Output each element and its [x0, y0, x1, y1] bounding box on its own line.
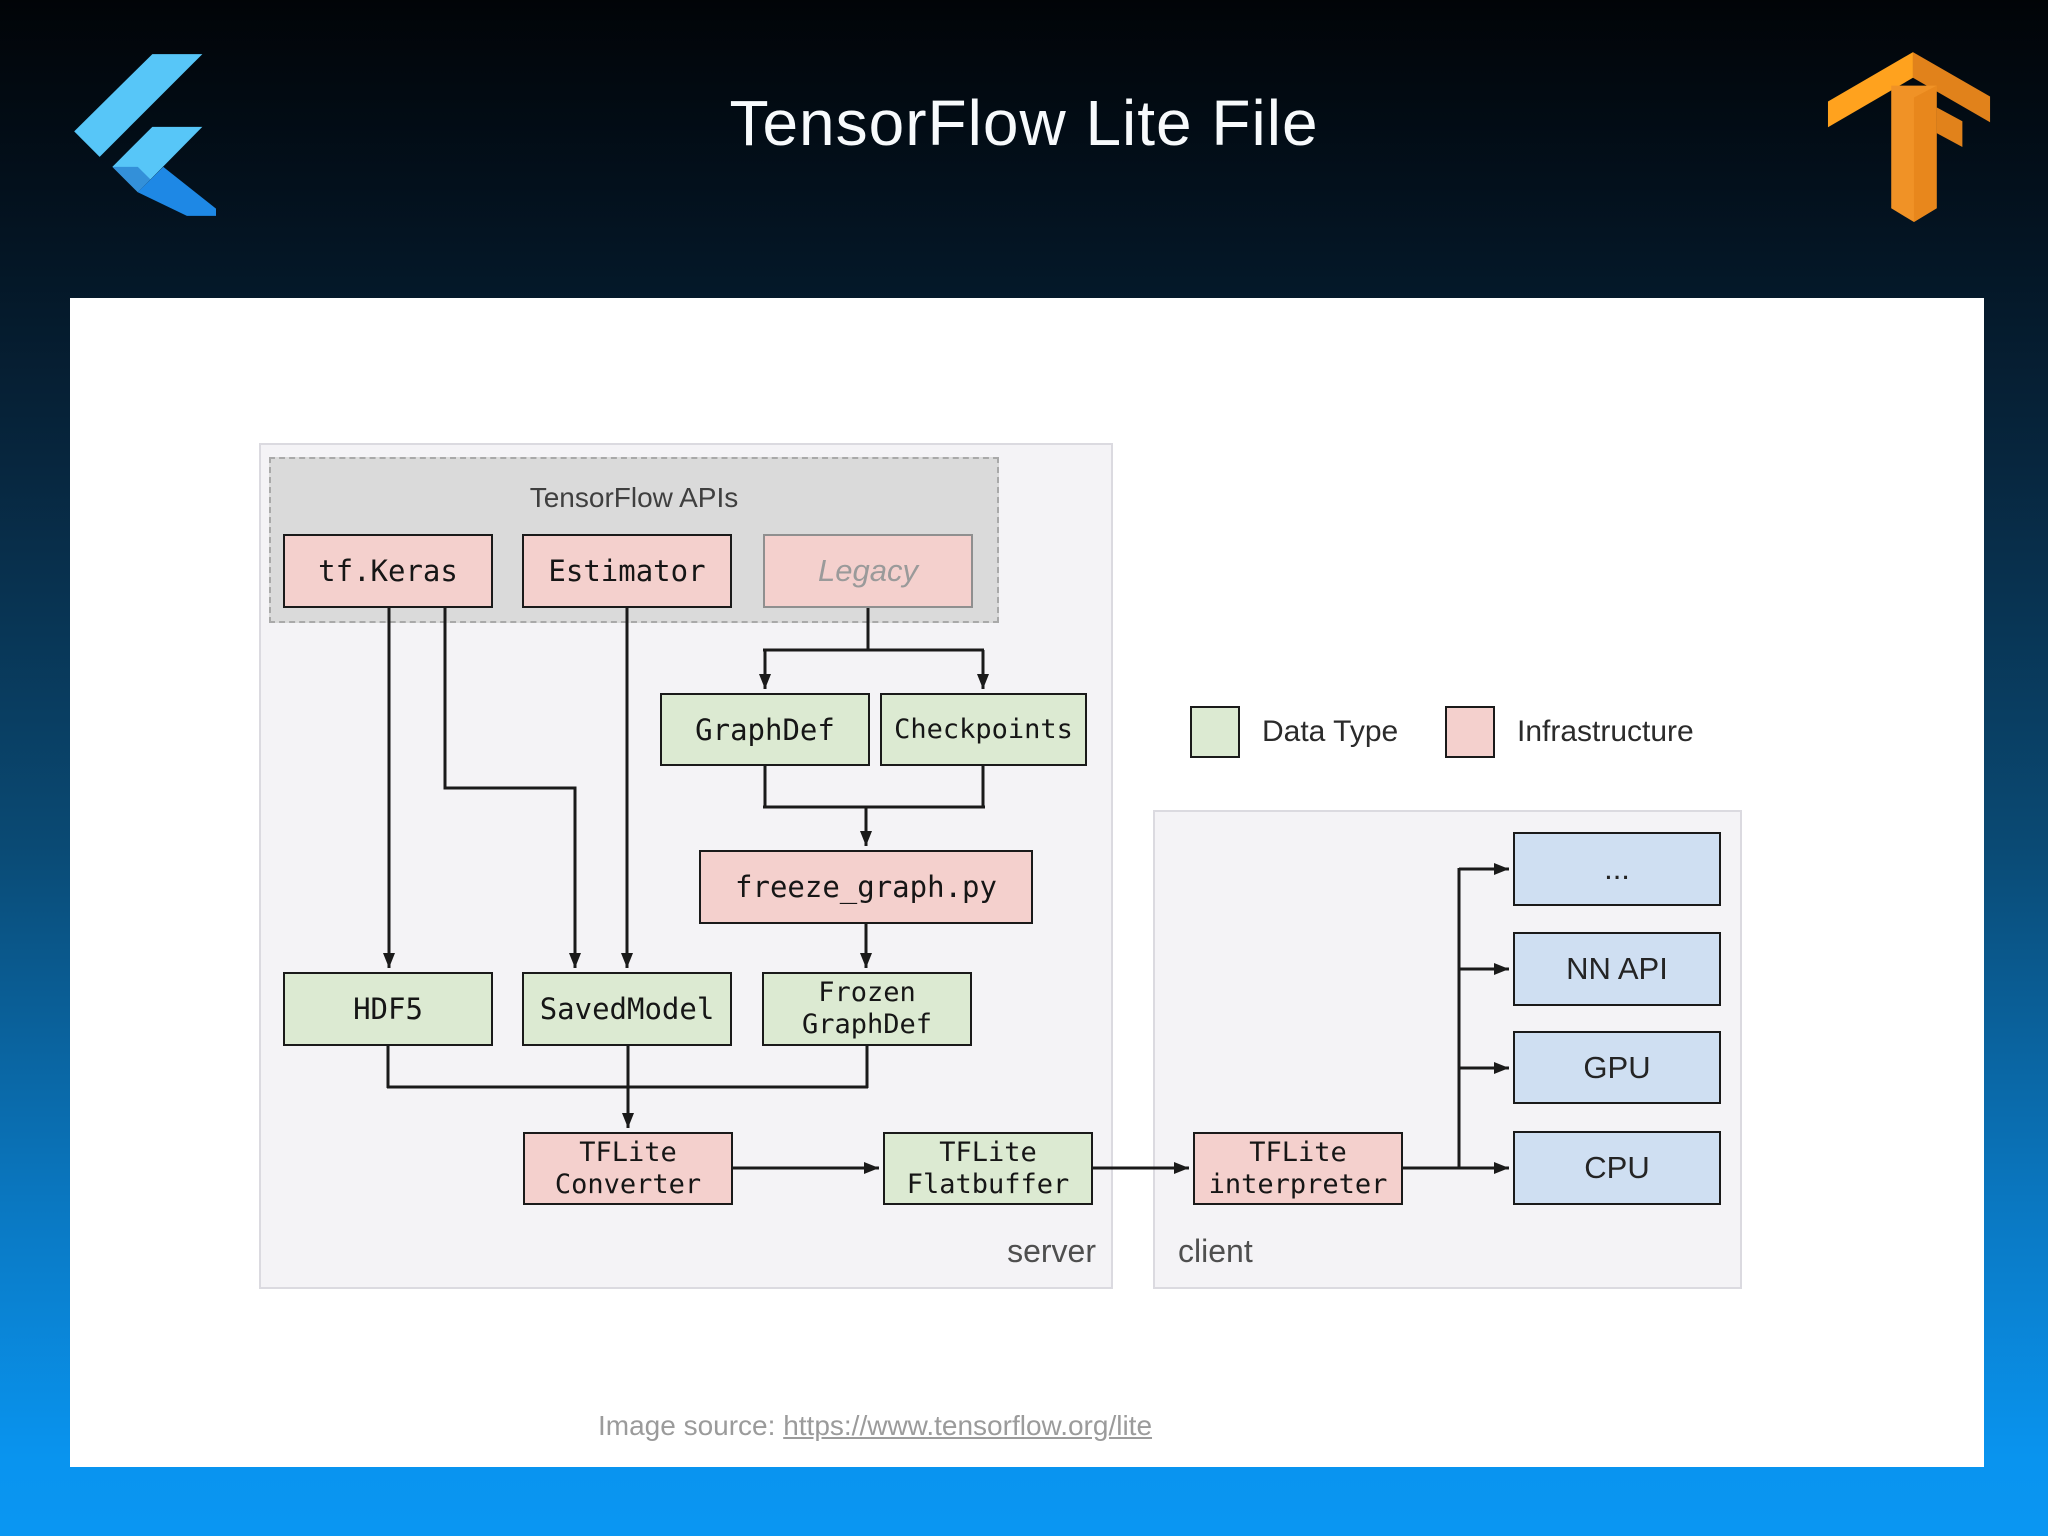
flutter-logo [74, 54, 216, 216]
legend-label-infrastructure: Infrastructure [1517, 715, 1694, 748]
node-tflite-converter: TFLite Converter [523, 1132, 733, 1205]
node-graphdef: GraphDef [660, 693, 870, 766]
node-gpu: GPU [1513, 1031, 1721, 1104]
image-source-link[interactable]: https://www.tensorflow.org/lite [783, 1410, 1153, 1441]
node-frozen-graphdef: Frozen GraphDef [762, 972, 972, 1046]
image-source-prefix: Image source: [597, 1410, 784, 1441]
node-cpu: CPU [1513, 1131, 1721, 1205]
node-estimator: Estimator [522, 534, 732, 608]
legend-label-data-type: Data Type [1262, 715, 1399, 748]
node-tflite-interpreter: TFLite interpreter [1193, 1132, 1403, 1205]
node-tf-keras: tf.Keras [283, 534, 493, 608]
node-freeze-graph: freeze_graph.py [699, 850, 1033, 924]
node-legacy: Legacy [763, 534, 973, 608]
node-tflite-flatbuffer: TFLite Flatbuffer [883, 1132, 1093, 1205]
client-region-label: client [1178, 1233, 1253, 1269]
node-hdf5: HDF5 [283, 972, 493, 1046]
node-nn-api: NN API [1513, 932, 1721, 1006]
node-delegate-other: ... [1513, 832, 1721, 906]
node-savedmodel: SavedModel [522, 972, 732, 1046]
slide-title: TensorFlow Lite File [729, 87, 1319, 159]
tensorflow-apis-group-title: TensorFlow APIs [529, 482, 739, 513]
server-region-label: server [1007, 1233, 1096, 1269]
node-checkpoints: Checkpoints [880, 693, 1087, 766]
image-source-line: Image source: https://www.tensorflow.org… [70, 1410, 1680, 1442]
legend-swatch-infrastructure [1445, 706, 1495, 758]
legend-swatch-data-type [1190, 706, 1240, 758]
tensorflow-logo [1827, 52, 1991, 223]
